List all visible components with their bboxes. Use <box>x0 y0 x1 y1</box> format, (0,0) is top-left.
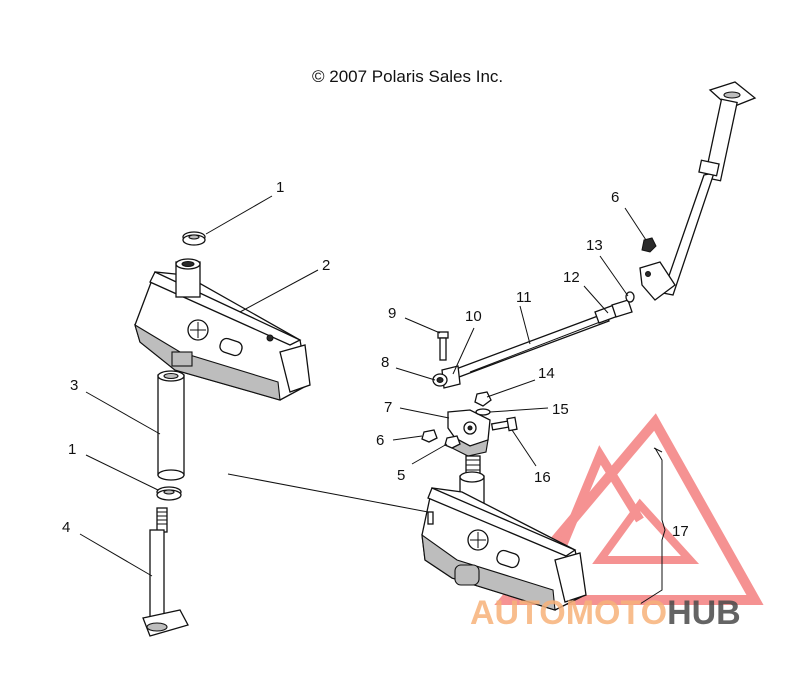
watermark-part1: AUTOMOTO <box>470 594 667 632</box>
callout-13: 13 <box>586 237 603 254</box>
part-15-washer <box>475 408 491 416</box>
callout-10: 10 <box>465 308 482 325</box>
callout-1-top: 1 <box>276 179 284 196</box>
part-16-bolt <box>490 416 518 432</box>
part-2-frame-bracket <box>134 258 311 401</box>
part-9-bolt <box>437 331 449 361</box>
callout-1-bottom: 1 <box>68 441 76 458</box>
callout-6-top: 6 <box>611 189 619 206</box>
callout-16: 16 <box>534 469 551 486</box>
part-14-nut <box>474 391 492 407</box>
part-11-tie-rod <box>432 291 635 389</box>
part-6-nut-top <box>641 237 657 253</box>
callout-labels: 1 2 3 1 4 6 13 12 11 9 10 8 14 7 15 6 5 … <box>62 179 689 540</box>
part-4-steering-shaft <box>142 507 189 637</box>
leader-lines <box>79 195 666 605</box>
callout-8: 8 <box>381 354 389 371</box>
part-17-frame-assembly <box>421 455 587 611</box>
callout-4: 4 <box>62 519 70 536</box>
callout-15: 15 <box>552 401 569 418</box>
callout-14: 14 <box>538 365 555 382</box>
part-6-nut-lower <box>421 429 438 443</box>
callout-2: 2 <box>322 257 330 274</box>
callout-9: 9 <box>388 305 396 322</box>
callout-6-lower: 6 <box>376 432 384 449</box>
part-1-washer-bottom <box>156 486 182 501</box>
callout-7: 7 <box>384 399 392 416</box>
part-1-washer-top <box>182 231 206 246</box>
callout-5: 5 <box>397 467 405 484</box>
callout-3: 3 <box>70 377 78 394</box>
watermark-part2: HUB <box>667 594 741 632</box>
callout-11: 11 <box>516 289 532 306</box>
watermark-text: AUTOMOTOHUB <box>470 594 741 632</box>
callout-17: 17 <box>672 523 689 540</box>
svg-text:AUTOMOTOHUB: AUTOMOTOHUB <box>470 594 741 632</box>
part-7-pitman-arm <box>447 409 491 457</box>
part-3-steering-tube <box>157 370 185 481</box>
part-5-nut <box>444 435 461 449</box>
copyright-text: © 2007 Polaris Sales Inc. <box>312 67 503 86</box>
steering-post <box>639 81 757 301</box>
callout-12: 12 <box>563 269 580 286</box>
